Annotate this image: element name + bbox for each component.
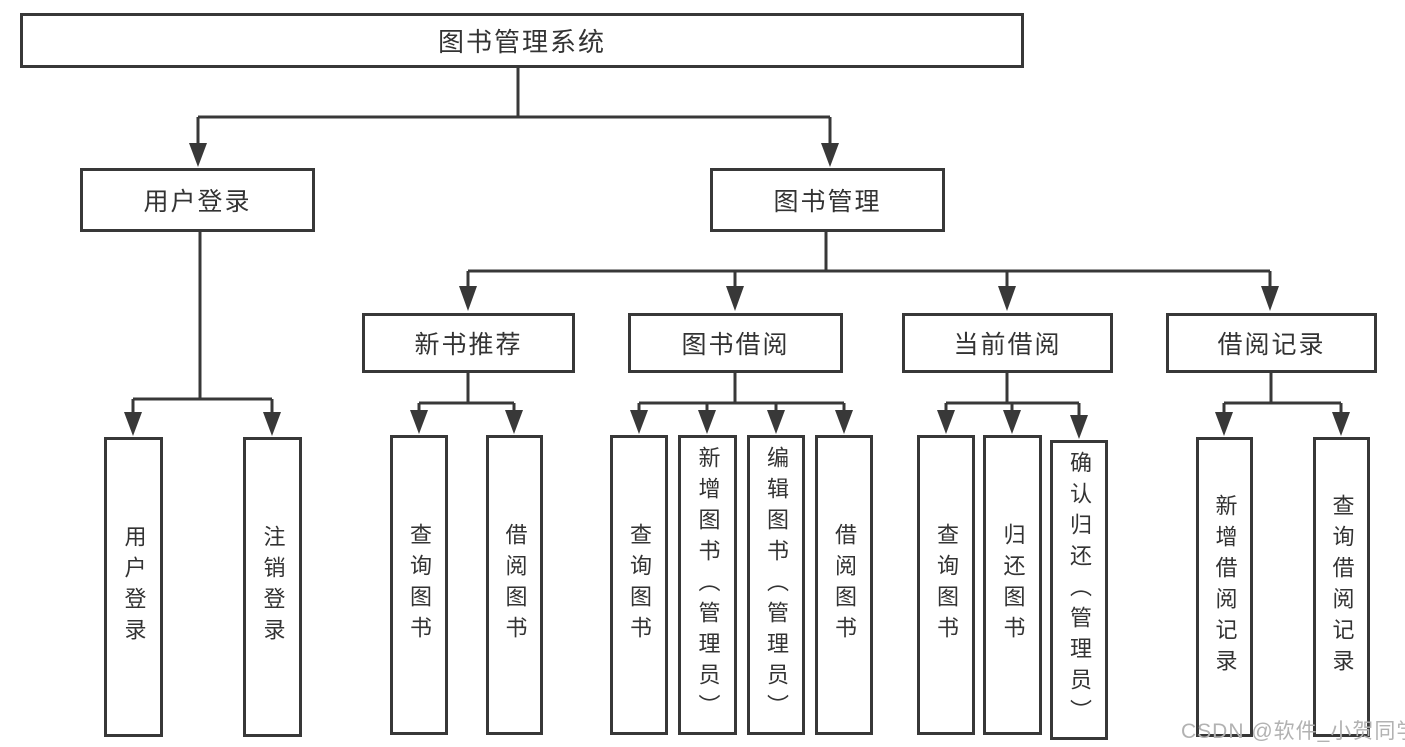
leaf-return-book: 归还图书 (983, 435, 1042, 735)
tree-branch-lines (131, 68, 1343, 419)
leaf-add-borrow-record: 新增借阅记录 (1196, 437, 1253, 737)
leaf-query-book-borrow-label: 查询图书 (627, 523, 652, 647)
leaf-query-book-recommend-label: 查询图书 (407, 523, 432, 647)
node-borrow-records: 借阅记录 (1166, 313, 1377, 373)
leaf-confirm-return-admin: 确认归还（管理员） (1050, 440, 1108, 740)
leaf-edit-book-admin: 编辑图书（管理员） (747, 435, 805, 735)
leaf-user-login-label: 用户登录 (121, 525, 147, 649)
leaf-borrow-book-recommend: 借阅图书 (486, 435, 543, 735)
node-book-management: 图书管理 (710, 168, 945, 232)
leaf-borrow-book-label: 借阅图书 (832, 523, 857, 647)
leaf-return-book-label: 归还图书 (1000, 523, 1026, 647)
leaf-add-book-admin-label: 新增图书（管理员） (695, 445, 721, 725)
leaf-logout: 注销登录 (243, 437, 302, 737)
leaf-edit-book-admin-label: 编辑图书（管理员） (764, 445, 789, 725)
node-user-login: 用户登录 (80, 168, 315, 232)
leaf-add-borrow-record-label: 新增借阅记录 (1212, 494, 1238, 680)
node-root-system: 图书管理系统 (20, 13, 1024, 68)
leaf-query-borrow-record: 查询借阅记录 (1313, 437, 1370, 737)
leaf-query-book-current: 查询图书 (917, 435, 975, 735)
node-new-book-recommend: 新书推荐 (362, 313, 575, 373)
leaf-add-book-admin: 新增图书（管理员） (678, 435, 737, 735)
leaf-query-book-recommend: 查询图书 (390, 435, 448, 735)
node-book-borrow: 图书借阅 (628, 313, 843, 373)
node-current-borrow: 当前借阅 (902, 313, 1113, 373)
arrowhead-icons (124, 143, 1350, 439)
leaf-confirm-return-admin-label: 确认归还（管理员） (1067, 450, 1092, 730)
watermark-text: CSDN @软件_小贺同学 (1181, 720, 1405, 743)
leaf-borrow-book: 借阅图书 (815, 435, 873, 735)
leaf-query-book-borrow: 查询图书 (610, 435, 668, 735)
leaf-query-borrow-record-label: 查询借阅记录 (1329, 494, 1355, 680)
leaf-query-book-current-label: 查询图书 (934, 523, 959, 647)
leaf-logout-label: 注销登录 (260, 525, 286, 649)
leaf-borrow-book-recommend-label: 借阅图书 (502, 523, 528, 647)
leaf-user-login: 用户登录 (104, 437, 163, 737)
